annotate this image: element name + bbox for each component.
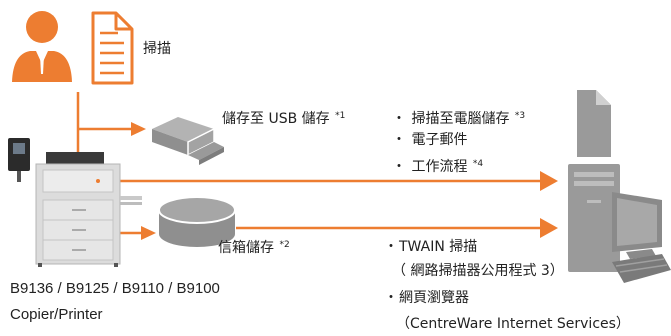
scan-label: 掃描: [143, 41, 171, 57]
twain-utility-label: （ 網路掃描器公用程式 3）: [392, 263, 564, 279]
model-name: B9136 / B9125 / B9110 / B9100: [10, 280, 220, 297]
document-icon: [91, 11, 134, 85]
mailbox-storage-icon: [158, 196, 236, 247]
printer-icon: [8, 138, 142, 267]
file-icon: [577, 90, 611, 157]
mailbox-storage-note: *2: [279, 240, 290, 250]
pc-arrow-head: [540, 171, 558, 191]
usb-drive-icon: [152, 117, 224, 165]
user-icon: [12, 11, 72, 82]
pc-destination-note: *4: [472, 159, 484, 169]
mailbox-storage-label: 信箱儲存 *2: [218, 236, 290, 257]
mailbox-arrow: [141, 226, 156, 240]
centreware-label: （CentreWare Internet Services）: [396, 316, 630, 332]
pc-destination-text: 掃描至電腦儲存: [411, 111, 510, 127]
usb-arrow: [131, 122, 146, 136]
pc-destination-text: 電子郵件: [411, 132, 468, 148]
pc-destination-item: 掃描至電腦儲存 *3: [392, 107, 525, 128]
twain-scan-label: TWAIN 掃描: [384, 238, 477, 256]
computer-icon: [568, 164, 671, 283]
usb-storage-text: 儲存至 USB 儲存: [222, 111, 330, 127]
pc-destination-item: 工作流程 *4: [392, 155, 483, 176]
model-type: Copier/Printer: [10, 306, 103, 323]
usb-storage-note: *1: [335, 111, 346, 121]
usb-storage-label: 儲存至 USB 儲存 *1: [222, 107, 345, 128]
mailbox-pc-arrow-head: [540, 218, 558, 238]
pc-destination-item: 電子郵件: [392, 131, 467, 149]
mailbox-storage-text: 信箱儲存: [218, 240, 274, 256]
pc-destination-note: *3: [514, 111, 526, 121]
pc-destination-text: 工作流程: [411, 159, 468, 175]
web-browser-label: 網頁瀏覽器: [384, 289, 469, 307]
